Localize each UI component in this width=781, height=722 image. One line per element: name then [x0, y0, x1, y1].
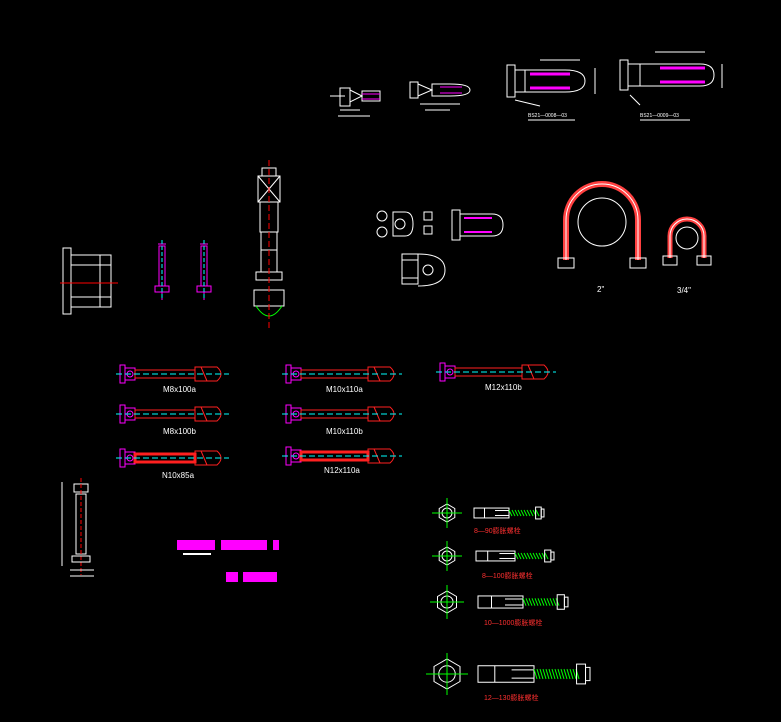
expansion-bolt	[282, 446, 402, 466]
clamp-detail-4	[619, 51, 723, 121]
expansion-bolt-label: M10x110a	[326, 385, 363, 394]
bolt-assembly-label: 10—1000膨胀螺栓	[484, 618, 542, 627]
bolt-assembly	[426, 653, 591, 695]
bolt-assembly-label: 12—130膨胀螺栓	[484, 693, 538, 702]
bolt-assembly	[432, 498, 545, 528]
expansion-bolt	[116, 364, 229, 384]
bolt-assembly	[430, 585, 569, 619]
vertical-rod-detail	[61, 478, 94, 577]
clamp-detail-1	[330, 87, 381, 117]
expansion-bolt	[116, 404, 229, 424]
u-bolt-2-inch	[557, 181, 647, 269]
clamp-detail-2	[409, 81, 471, 111]
clamp-label-2: BS21—0009—03	[640, 113, 679, 119]
expansion-bolt	[282, 404, 402, 424]
u-bolt-small-set	[376, 209, 504, 287]
expansion-bolt-label: N12x110a	[324, 466, 360, 475]
small-anchor-bolt-2	[196, 240, 212, 300]
u-bolt-label-2in: 2"	[597, 285, 604, 294]
bolt-assembly	[432, 541, 555, 571]
u-bolt-label-3-4in: 3/4"	[677, 286, 691, 295]
magenta-note-block	[177, 540, 279, 582]
expansion-bolt-label: M8x100b	[163, 427, 196, 436]
vertical-expansion-anchor	[253, 160, 285, 330]
expansion-bolt-label: M12x110b	[485, 383, 522, 392]
clamp-detail-3	[506, 59, 596, 121]
expansion-bolt	[436, 362, 556, 382]
expansion-bolt-label: M8x100a	[163, 385, 196, 394]
pipe-fitting-detail	[60, 247, 118, 315]
expansion-bolt-label: N10x85a	[162, 471, 195, 480]
clamp-label-1: BS21—0008—03	[528, 113, 567, 119]
u-bolt-3-4-inch	[662, 216, 712, 266]
bolt-assembly-group: 8—90膨胀螺栓 8—100膨胀螺栓 10—1000膨胀螺栓 12—130膨胀螺栓	[426, 498, 591, 702]
bolt-assembly-label: 8—90膨胀螺栓	[474, 526, 521, 535]
bolt-assembly-label: 8—100膨胀螺栓	[482, 571, 533, 580]
small-anchor-bolt-1	[154, 240, 170, 300]
expansion-bolt	[282, 364, 402, 384]
expansion-bolt	[116, 448, 229, 468]
expansion-bolt-label: M10x110b	[326, 427, 363, 436]
